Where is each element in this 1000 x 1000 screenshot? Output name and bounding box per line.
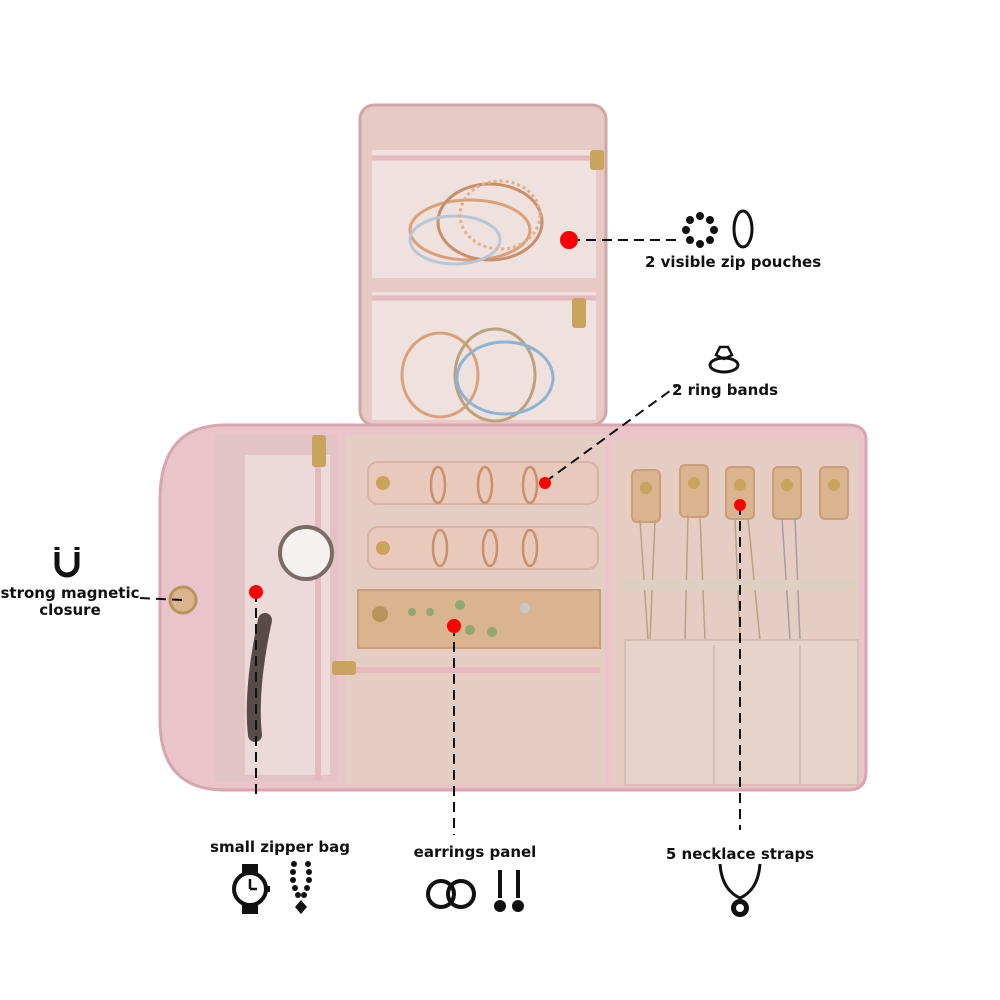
earrings-panel-label: earrings panel xyxy=(413,843,537,861)
zip-pouches-label: 2 visible zip pouches xyxy=(645,253,822,271)
pendant-necklace-icon xyxy=(718,863,762,917)
bangles xyxy=(400,327,555,423)
stud-earrings-icon xyxy=(494,870,524,912)
earrings-leather-panel xyxy=(357,589,601,649)
bead-necklace-icon xyxy=(290,861,312,914)
zipper-pull xyxy=(572,298,586,328)
magnetic-snap xyxy=(168,585,198,615)
top-flap xyxy=(358,103,608,427)
beaded-bracelet-icon xyxy=(682,212,718,248)
markers xyxy=(249,231,746,633)
ring-band xyxy=(367,461,599,505)
bangle-icon xyxy=(732,209,754,249)
zipper-bag-label: small zipper bag xyxy=(210,838,350,856)
magnetic-closure-line2: closure xyxy=(39,601,101,619)
callout-lines xyxy=(139,239,741,835)
magnet-icon xyxy=(54,547,80,578)
watch xyxy=(278,525,334,581)
zipper-pull xyxy=(590,150,604,170)
bracelets xyxy=(408,179,544,266)
necklace-straps xyxy=(631,464,849,523)
necklace-straps-label: 5 necklace straps xyxy=(665,845,815,863)
watch-icon xyxy=(232,864,270,914)
magnetic-closure-line1: strong magnetic xyxy=(0,584,140,602)
ring-icon xyxy=(708,345,740,374)
ring-bands-label: 2 ring bands xyxy=(671,381,779,399)
main-body xyxy=(158,423,868,792)
earrings xyxy=(408,600,530,637)
magnetic-closure-label: strong magnetic closure xyxy=(0,585,140,619)
hoop-earrings-icon xyxy=(426,879,476,909)
rings xyxy=(429,465,539,568)
